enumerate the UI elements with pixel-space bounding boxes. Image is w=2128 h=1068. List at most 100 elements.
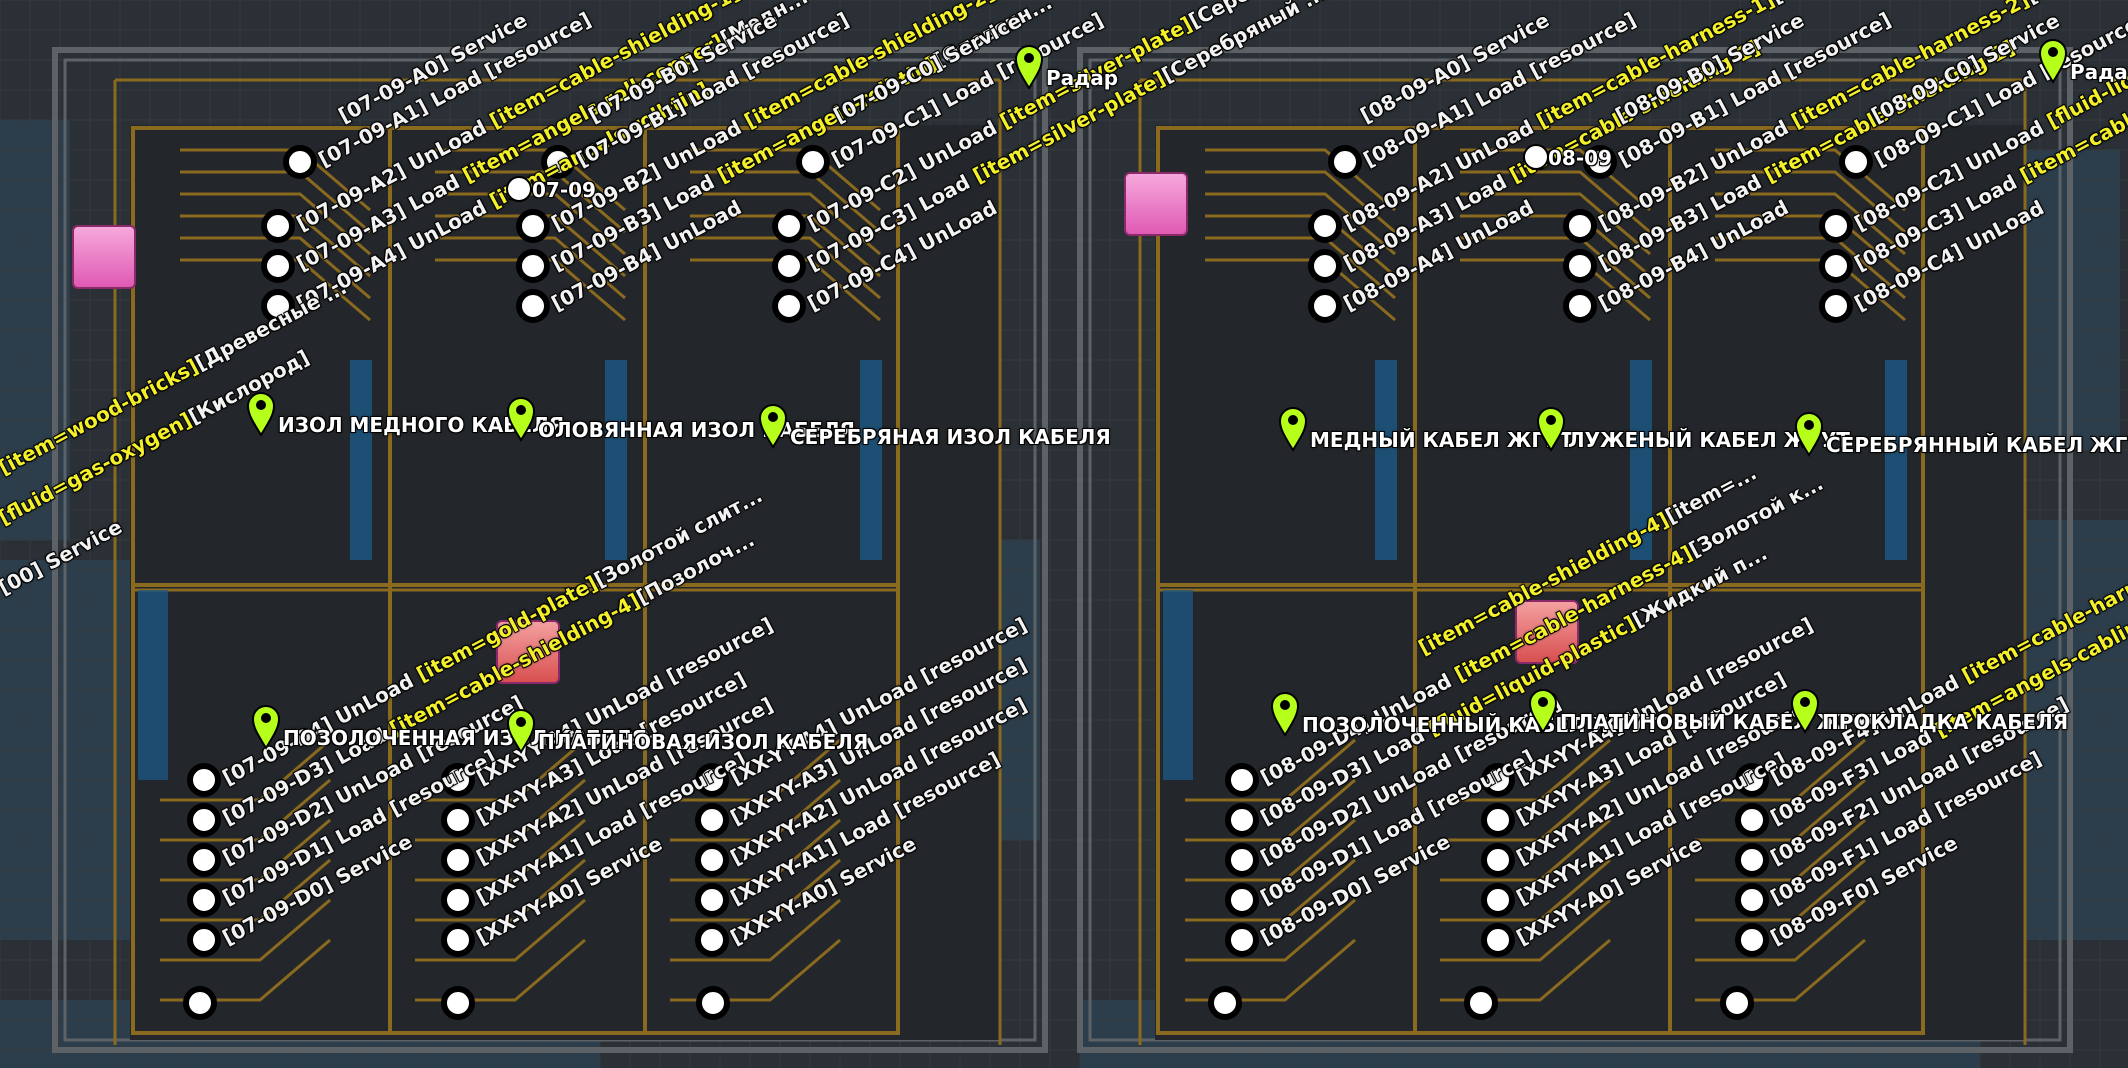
map-marker-icon[interactable]: [506, 176, 532, 202]
storage-chest-icon[interactable]: [1124, 172, 1188, 236]
train-stop-icon[interactable]: [187, 883, 221, 917]
map-tag-label[interactable]: ПОЗОЛОЧЕННЫЙ КАБЕЛ ЖГУТ: [1302, 713, 1659, 737]
train-stop-icon[interactable]: [1735, 923, 1769, 957]
station-rail: [670, 738, 841, 802]
train-stop-icon[interactable]: [261, 289, 295, 323]
train-stop-icon[interactable]: [1481, 843, 1515, 877]
train-stop-icon[interactable]: [1464, 986, 1498, 1020]
train-stop-icon[interactable]: [695, 803, 729, 837]
train-stop-icon[interactable]: [1839, 145, 1873, 179]
train-stop-icon[interactable]: [1819, 289, 1853, 323]
train-stop-icon[interactable]: [1481, 803, 1515, 837]
train-stop-icon[interactable]: [796, 145, 830, 179]
train-stop-icon[interactable]: [1735, 763, 1769, 797]
train-stop-icon[interactable]: [1735, 843, 1769, 877]
station-rail: [1715, 170, 1906, 234]
station-rail: [1460, 148, 1651, 212]
train-stop-icon[interactable]: [187, 803, 221, 837]
train-stop-icon[interactable]: [1308, 289, 1342, 323]
station-rail: [1440, 778, 1611, 842]
station-rail: [415, 898, 586, 962]
storage-chest-icon[interactable]: [496, 620, 560, 684]
train-stop-icon[interactable]: [1563, 209, 1597, 243]
train-stop-icon[interactable]: [1735, 803, 1769, 837]
station-rail: [180, 192, 371, 256]
train-stop-icon[interactable]: [441, 843, 475, 877]
map-tag-label[interactable]: СЕРЕБРЯНАЯ ИЗОЛ КАБЕЛЯ: [790, 425, 1111, 449]
train-stop-icon[interactable]: [441, 763, 475, 797]
belt: [350, 360, 372, 560]
train-stop-icon[interactable]: [1481, 883, 1515, 917]
train-stop-icon[interactable]: [283, 145, 317, 179]
train-stop-icon[interactable]: [695, 763, 729, 797]
station-rail: [435, 192, 626, 256]
train-stop-icon[interactable]: [695, 843, 729, 877]
train-stop-icon[interactable]: [1225, 763, 1259, 797]
train-stop-icon[interactable]: [1208, 986, 1242, 1020]
belt: [1885, 360, 1907, 560]
train-stop-icon[interactable]: [1563, 249, 1597, 283]
train-stop-icon[interactable]: [1563, 289, 1597, 323]
station-rail: [160, 858, 331, 922]
map-tag-label[interactable]: Радар: [2070, 60, 2128, 84]
station-rail: [1205, 148, 1396, 212]
map-tag-label[interactable]: Радар: [1046, 66, 1119, 90]
train-stop-icon[interactable]: [1481, 763, 1515, 797]
train-stop-icon[interactable]: [441, 923, 475, 957]
train-stop-icon[interactable]: [1583, 145, 1617, 179]
storage-chest-icon[interactable]: [72, 225, 136, 289]
train-stop-icon[interactable]: [1225, 883, 1259, 917]
station-rail: [1440, 818, 1611, 882]
map-tag-label[interactable]: 07-09: [532, 178, 596, 202]
map-tag-label[interactable]: ОЛОВЯННАЯ ИЗОЛ КАБЕЛЯ: [538, 418, 855, 442]
train-stop-icon[interactable]: [1225, 923, 1259, 957]
train-stop-icon[interactable]: [1225, 843, 1259, 877]
train-stop-icon[interactable]: [1720, 986, 1754, 1020]
station-rail: [1695, 818, 1866, 882]
map-tag-label[interactable]: ПРОКЛАДКА КАБЕЛЯ: [1822, 710, 2069, 734]
train-stop-icon[interactable]: [516, 289, 550, 323]
station-rail: [180, 258, 371, 322]
train-stop-icon[interactable]: [1481, 923, 1515, 957]
train-stop-icon[interactable]: [772, 249, 806, 283]
map-tag-label[interactable]: 08-09: [1548, 146, 1612, 170]
map-tag-label[interactable]: ПОЗОЛОЧЕННАЯ ИЗОЛ КАБЕЛЯ: [283, 726, 647, 750]
train-stop-icon[interactable]: [772, 289, 806, 323]
map-tag-label[interactable]: ПЛАТИНОВЫЙ КАБЕЛ ЖГУТ: [1560, 710, 1884, 734]
map-tag-label[interactable]: МЕДНЫЙ КАБЕЛ ЖГУТ: [1310, 428, 1574, 452]
storage-chest-icon[interactable]: [1515, 600, 1579, 664]
train-stop-icon[interactable]: [441, 883, 475, 917]
belt: [860, 360, 882, 560]
train-stop-icon[interactable]: [1308, 249, 1342, 283]
train-stop-icon[interactable]: [1735, 883, 1769, 917]
train-stop-icon[interactable]: [187, 923, 221, 957]
train-stop-icon[interactable]: [187, 763, 221, 797]
train-stop-icon[interactable]: [695, 883, 729, 917]
map-marker-icon[interactable]: [1523, 144, 1549, 170]
train-stop-icon[interactable]: [187, 843, 221, 877]
train-stop-icon[interactable]: [516, 249, 550, 283]
train-stop-icon[interactable]: [261, 209, 295, 243]
train-stop-icon[interactable]: [1819, 209, 1853, 243]
station-rail: [160, 818, 331, 882]
station-rail: [1185, 898, 1356, 962]
station-rail: [1205, 170, 1396, 234]
map-tag-label[interactable]: СЕРЕБРЯННЫЙ КАБЕЛ ЖГУТ: [1826, 433, 2128, 457]
train-stop-icon[interactable]: [696, 986, 730, 1020]
map-tag-label[interactable]: ПЛАТИНОВАЯ ИЗОЛ КАБЕЛЯ: [538, 730, 869, 754]
train-stop-icon[interactable]: [441, 986, 475, 1020]
train-stop-icon[interactable]: [516, 209, 550, 243]
train-stop-icon[interactable]: [1819, 249, 1853, 283]
train-stop-icon[interactable]: [695, 923, 729, 957]
train-stop-icon[interactable]: [261, 249, 295, 283]
train-stop-icon[interactable]: [183, 986, 217, 1020]
train-stop-icon[interactable]: [1225, 803, 1259, 837]
train-stop-icon[interactable]: [541, 145, 575, 179]
train-stop-icon[interactable]: [1328, 145, 1362, 179]
station-rail: [160, 778, 331, 842]
train-stop-icon[interactable]: [1308, 209, 1342, 243]
train-stop-icon[interactable]: [441, 803, 475, 837]
train-stop-icon[interactable]: [772, 209, 806, 243]
